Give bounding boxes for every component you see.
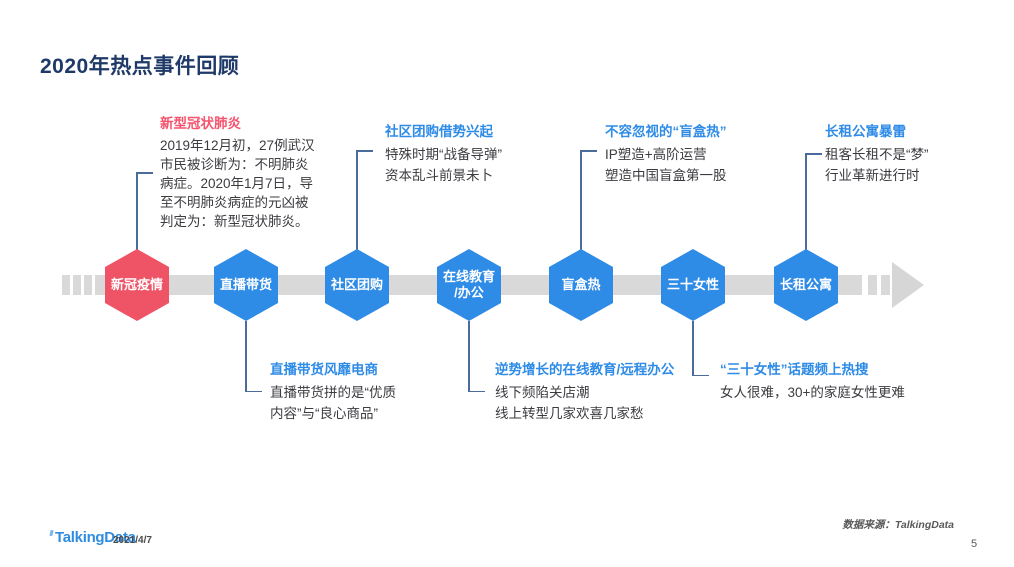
callout-text-line: 行业革新进行时: [825, 168, 920, 183]
timeline-node-label: 直播带货: [219, 277, 272, 292]
timeline-dash: [62, 275, 70, 295]
callout-text-line: 线上转型几家欢喜几家愁: [495, 406, 644, 421]
timeline-node-6: 三十女性: [661, 249, 725, 321]
connector-line: [136, 172, 153, 174]
connector-line: [468, 390, 485, 392]
timeline-node-label: 三十女性: [666, 277, 719, 292]
callout-title: 新型冠状肺炎: [160, 116, 241, 131]
timeline-arrow-icon: [892, 262, 924, 308]
timeline-node-label: 盲盒热: [561, 277, 601, 292]
timeline-dash: [73, 275, 81, 295]
callout-community-group-buying: 社区团购借势兴起 特殊时期“战备导弹” 资本乱斗前景未卜: [385, 122, 595, 186]
timeline-node-label: 在线教育 /办公: [442, 269, 495, 300]
timeline-dash: [881, 275, 890, 295]
callout-online-education: 逆势增长的在线教育/远程办公 线下频陷关店潮 线上转型几家欢喜几家愁: [495, 360, 715, 424]
connector-line: [805, 153, 807, 250]
callout-text-line: 市民被诊断为：不明肺炎: [160, 157, 309, 172]
timeline-node-label: 长租公寓: [779, 277, 832, 292]
callout-title: 长租公寓暴雷: [825, 124, 906, 139]
callout-covid: 新型冠状肺炎 2019年12月初，27例武汉 市民被诊断为：不明肺炎 病症。20…: [160, 114, 375, 231]
callout-text-line: 特殊时期“战备导弹”: [385, 147, 502, 162]
callout-thirty-women: “三十女性”话题频上热搜 女人很难，30+的家庭女性更难: [720, 360, 950, 403]
callout-text-line: 病症。2020年1月7日，导: [160, 176, 314, 191]
timeline-node-4: 在线教育 /办公: [437, 249, 501, 321]
timeline-node-label: 社区团购: [330, 277, 383, 292]
callout-text-line: 塑造中国盲盒第一股: [605, 168, 727, 183]
callout-apartment: 长租公寓暴雷 租客长租不是“梦” 行业革新进行时: [825, 122, 1005, 186]
callout-text-line: 资本乱斗前景未卜: [385, 168, 493, 183]
talkingdata-logo: TalkingData: [55, 529, 136, 546]
page-title: 2020年热点事件回顾: [40, 55, 240, 78]
connector-line: [356, 150, 373, 152]
connector-line: [245, 321, 247, 392]
connector-line: [245, 390, 262, 392]
callout-text-line: 女人很难，30+的家庭女性更难: [720, 385, 905, 400]
callout-text-line: 线下频陷关店潮: [495, 385, 590, 400]
timeline-node-5: 盲盒热: [549, 249, 613, 321]
callout-text-line: 至不明肺炎病症的元凶被: [160, 195, 309, 210]
callout-text-line: 直播带货拼的是“优质: [270, 385, 396, 400]
callout-text-line: 租客长租不是“梦”: [825, 147, 929, 162]
connector-line: [356, 150, 358, 250]
timeline-node-2: 直播带货: [214, 249, 278, 321]
callout-livestream-ecommerce: 直播带货风靡电商 直播带货拼的是“优质 内容”与“良心商品”: [270, 360, 470, 424]
connector-line: [692, 374, 709, 376]
callout-title: 逆势增长的在线教育/远程办公: [495, 362, 675, 377]
timeline-dash: [868, 275, 877, 295]
callout-text-line: 内容”与“良心商品”: [270, 406, 378, 421]
callout-title: “三十女性”话题频上热搜: [720, 362, 869, 377]
connector-line: [136, 172, 138, 250]
callout-blind-box: 不容忽视的“盲盒热” IP塑造+高阶运营 塑造中国盲盒第一股: [605, 122, 815, 186]
connector-line: [692, 321, 694, 376]
timeline-node-7: 长租公寓: [774, 249, 838, 321]
callout-title: 社区团购借势兴起: [385, 124, 493, 139]
callout-text-line: 2019年12月初，27例武汉: [160, 138, 315, 153]
callout-title: 不容忽视的“盲盒热”: [605, 124, 727, 139]
timeline-node-3: 社区团购: [325, 249, 389, 321]
timeline-dash: [84, 275, 92, 295]
connector-line: [805, 153, 822, 155]
page-number: 5: [971, 538, 978, 550]
connector-line: [580, 150, 582, 250]
callout-text-line: IP塑造+高阶运营: [605, 147, 707, 162]
timeline-dash: [95, 275, 103, 295]
timeline-node-1: 新冠疫情: [105, 249, 169, 321]
timeline-node-label: 新冠疫情: [110, 277, 163, 292]
data-source-note: 数据来源：TalkingData: [842, 519, 954, 531]
footer-date: 2021/4/7: [113, 535, 152, 546]
callout-text-line: 判定为：新型冠状肺炎。: [160, 214, 309, 229]
connector-line: [468, 321, 470, 392]
connector-line: [580, 150, 597, 152]
callout-title: 直播带货风靡电商: [270, 362, 378, 377]
